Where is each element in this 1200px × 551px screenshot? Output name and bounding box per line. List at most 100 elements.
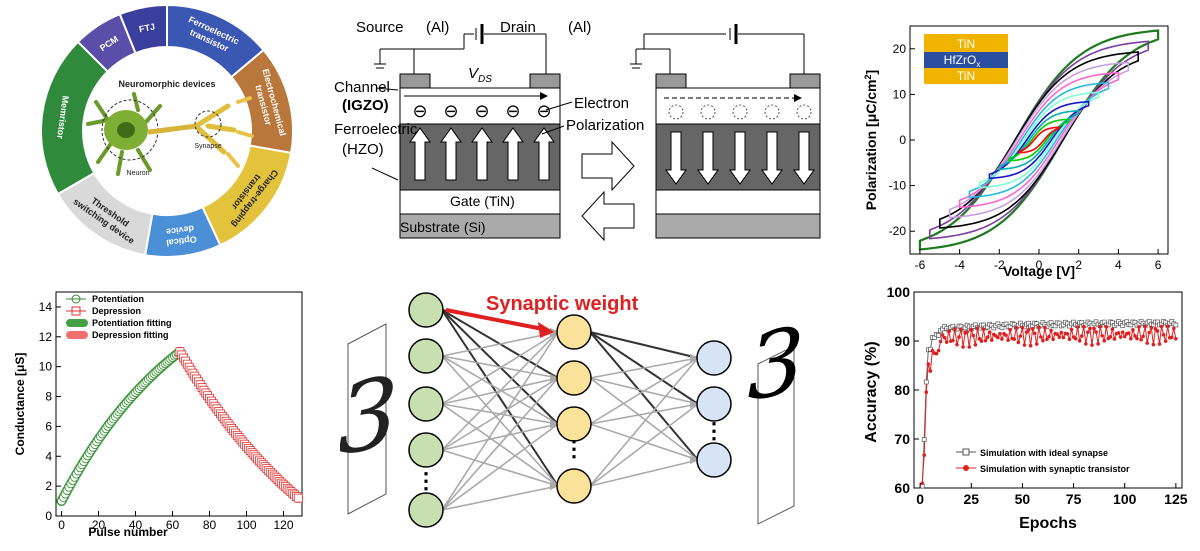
nn-ellipsis: ⋮ (415, 468, 437, 493)
drain-al-label: (Al) (568, 19, 591, 36)
synaptic-transistor-point (1139, 337, 1143, 342)
synaptic-transistor-point (1086, 330, 1090, 334)
synaptic-transistor-point (1096, 342, 1100, 346)
legend-depression-fitting: Depression fitting (92, 330, 169, 340)
legend-depression: Depression (92, 306, 141, 316)
synaptic-transistor-point (1141, 334, 1145, 339)
pe-xlabel: Voltage [V] (1003, 263, 1075, 279)
synaptic-transistor-point (1073, 336, 1078, 341)
legend-potentiation-fit-marker (66, 319, 88, 327)
depression-point (293, 493, 303, 503)
synaptic-transistor-point (1039, 335, 1043, 339)
synaptic-transistor-point (1030, 326, 1035, 331)
synaptic-transistor-point (1169, 335, 1174, 340)
synaptic-transistor-point (1145, 341, 1150, 345)
electron-symbol: ⊖ (536, 101, 551, 121)
conductance-plot-frame (55, 291, 303, 517)
source-al-label: (Al) (426, 19, 449, 36)
igzo-channel-layer-right (655, 87, 821, 125)
synaptic-transistor-point (1127, 331, 1131, 335)
hidden-neuron (556, 468, 592, 504)
synaptic-transistor-point (1051, 337, 1055, 342)
source-contact-right (655, 73, 687, 89)
synaptic-transistor-point (1043, 325, 1047, 330)
legend-potentiation-fitting: Potentiation fitting (92, 318, 171, 328)
ideal-synapse-point (923, 379, 929, 385)
synaptic-transistor-point (1065, 332, 1070, 336)
accuracy-ytick-label: 80 (894, 382, 910, 398)
pe-ytick-label: -10 (889, 179, 907, 193)
neuron-illustration (86, 92, 254, 176)
synaptic-transistor-point (1100, 333, 1105, 338)
synaptic-weight-arrow (445, 308, 549, 332)
synaptic-transistor-point (1061, 335, 1066, 340)
synaptic-transistor-point (983, 338, 988, 343)
nn-edge-hidden-output (589, 403, 699, 425)
synaptic-transistor-point (1057, 335, 1062, 339)
legend-transistor-marker (963, 465, 969, 471)
hidden-neuron (556, 406, 592, 442)
synaptic-transistor-point (1161, 333, 1166, 337)
conductance-ytick-label: 14 (39, 300, 53, 314)
nn-edge-input-hidden (441, 377, 559, 451)
neural-network-svg: 3 3 Synaptic weight ⋮⋮⋮ (337, 292, 805, 528)
pe-loop-series (958, 71, 1120, 209)
nn-edge-input-hidden (441, 355, 559, 379)
synaptic-transistor-point (961, 345, 965, 349)
nn-edge-input-hidden (441, 331, 559, 405)
accuracy-xtick-label: 25 (963, 491, 979, 507)
drain-label: Drain (500, 19, 536, 36)
electron-symbol: ⊖ (412, 101, 427, 121)
channel-material-label: (IGZO) (342, 97, 389, 114)
synaptic-transistor-point (1041, 338, 1045, 343)
output-neuron (696, 442, 732, 478)
nn-edge-input-hidden (441, 423, 559, 511)
synaptic-transistor-point (1016, 340, 1021, 345)
synaptic-transistor-point (969, 327, 974, 332)
input-neuron (408, 292, 444, 328)
synaptic-transistor-point (1000, 337, 1004, 341)
pe-xtick-label: 2 (1075, 258, 1082, 272)
polarization-arrow-up (409, 127, 431, 181)
substrate-label: Substrate (Si) (400, 219, 486, 235)
pe-xtick-label: 0 (1036, 258, 1043, 272)
synaptic-transistor-point (1079, 334, 1084, 338)
nn-edge-arrowhead (550, 420, 558, 428)
legend-synaptic-transistor: Simulation with synaptic transistor (980, 464, 1130, 474)
device-diagram: VDS Source (Al) Drain (Al) ⊖⊖⊖⊖⊖ Gate (T… (334, 19, 821, 242)
nn-edge-hidden-output (589, 357, 699, 487)
channel-label: Channel (334, 79, 390, 96)
synaptic-transistor-point (1116, 331, 1121, 335)
pe-xtick-label: 6 (1155, 258, 1162, 272)
synaptic-transistor-point (1028, 343, 1033, 348)
synaptic-transistor-point (930, 348, 935, 353)
ideal-synapse-point (1173, 322, 1179, 328)
synaptic-transistor-point (1034, 342, 1039, 346)
polarization-arrow-down (697, 131, 719, 185)
conductance-legend: Potentiation Depression Potentiation fit… (66, 294, 171, 340)
electron-symbol: ⊖ (505, 101, 520, 121)
synaptic-transistor-point (1049, 328, 1053, 333)
pe-ylabel: Polarization [μC/cm2] (863, 70, 879, 210)
synaptic-transistor-point (1092, 326, 1096, 331)
nn-edge-arrowhead (690, 400, 698, 408)
legend-ideal-synapse: Simulation with ideal synapse (980, 448, 1108, 458)
ferroelectric-label: Ferroelectric (334, 121, 418, 138)
polarization-arrow-down (729, 131, 751, 185)
accuracy-ylabel: Accuracy (%) (863, 341, 880, 442)
legend-depression-fit-marker (66, 331, 88, 339)
nn-edge-input-hidden (441, 331, 559, 357)
synaptic-transistor-point (944, 340, 949, 344)
accuracy-ytick-label: 100 (887, 284, 911, 300)
synaptic-transistor-point (1045, 337, 1049, 342)
synaptic-transistor-point (973, 343, 978, 347)
synaptic-transistor-point (1110, 327, 1115, 332)
synaptic-transistor-point (1088, 326, 1092, 331)
synaptic-transistor-point (1129, 336, 1133, 341)
pe-xtick-label: -6 (915, 258, 926, 272)
vds-label: VDS (468, 65, 492, 85)
synaptic-transistor-point (1067, 337, 1072, 342)
synaptic-transistor-point (1020, 325, 1025, 330)
